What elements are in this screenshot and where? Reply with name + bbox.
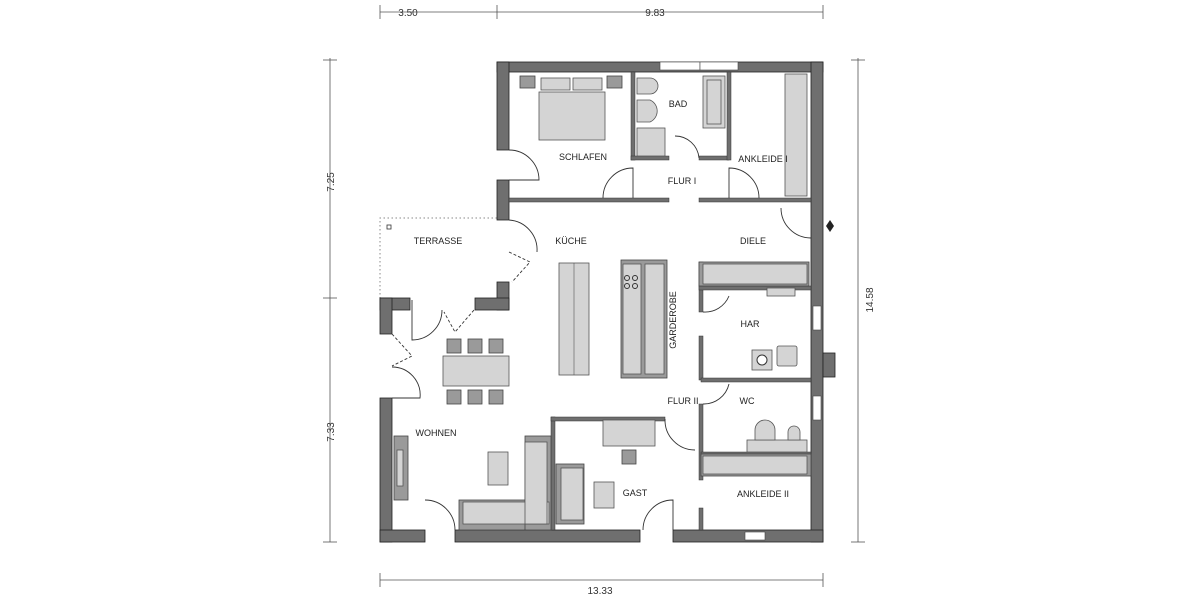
room-label-garderobe: GARDEROBE (668, 291, 678, 349)
room-label-diele: DIELE (740, 236, 766, 246)
room-label-kueche: KÜCHE (555, 236, 587, 246)
dimension-lines (323, 5, 865, 587)
tv-unit (393, 435, 409, 501)
room-label-bad: BAD (669, 99, 688, 109)
kitchen-counter (620, 259, 668, 379)
room-label-schlafen: SCHLAFEN (559, 152, 607, 162)
doors (391, 135, 812, 531)
room-label-wohnen: WOHNEN (416, 428, 457, 438)
wardrobe-ankleide-1 (784, 73, 808, 197)
dim-bottom-total: 13.33 (587, 586, 612, 597)
har-appliances (751, 287, 798, 371)
wc-fixtures (746, 419, 808, 453)
dim-left-bottom: 7.33 (326, 422, 337, 442)
room-label-wc: WC (740, 396, 755, 406)
room-label-ankleide-2: ANKLEIDE II (737, 489, 789, 499)
ankleide-2-wardrobe (700, 453, 812, 477)
room-label-terrasse: TERRASSE (414, 236, 463, 246)
windows (659, 61, 836, 541)
room-label-ankleide-1: ANKLEIDE I (738, 154, 788, 164)
dining-table (442, 338, 510, 405)
dim-right-total: 14.58 (865, 287, 876, 312)
kitchen-island (558, 262, 590, 376)
terrace-post (386, 224, 392, 230)
dim-top-left: 3.50 (398, 8, 418, 19)
room-label-gast: GAST (623, 488, 648, 498)
room-label-flur-2: FLUR II (667, 396, 698, 406)
guest-room-furniture (555, 419, 656, 525)
bathroom-fixtures (636, 75, 726, 157)
entrance-arrow-icon (826, 220, 834, 232)
sofa (458, 435, 552, 531)
bed (519, 75, 623, 141)
room-label-har: HAR (740, 319, 760, 329)
room-label-flur-1: FLUR I (668, 176, 697, 186)
terrace-outline (379, 217, 497, 298)
room-labels: SCHLAFEN BAD ANKLEIDE I FLUR I TERRASSE … (414, 99, 789, 499)
dim-left-top: 7.25 (326, 172, 337, 192)
diele-wardrobe (698, 261, 810, 287)
dim-top-right: 9.83 (645, 8, 665, 19)
